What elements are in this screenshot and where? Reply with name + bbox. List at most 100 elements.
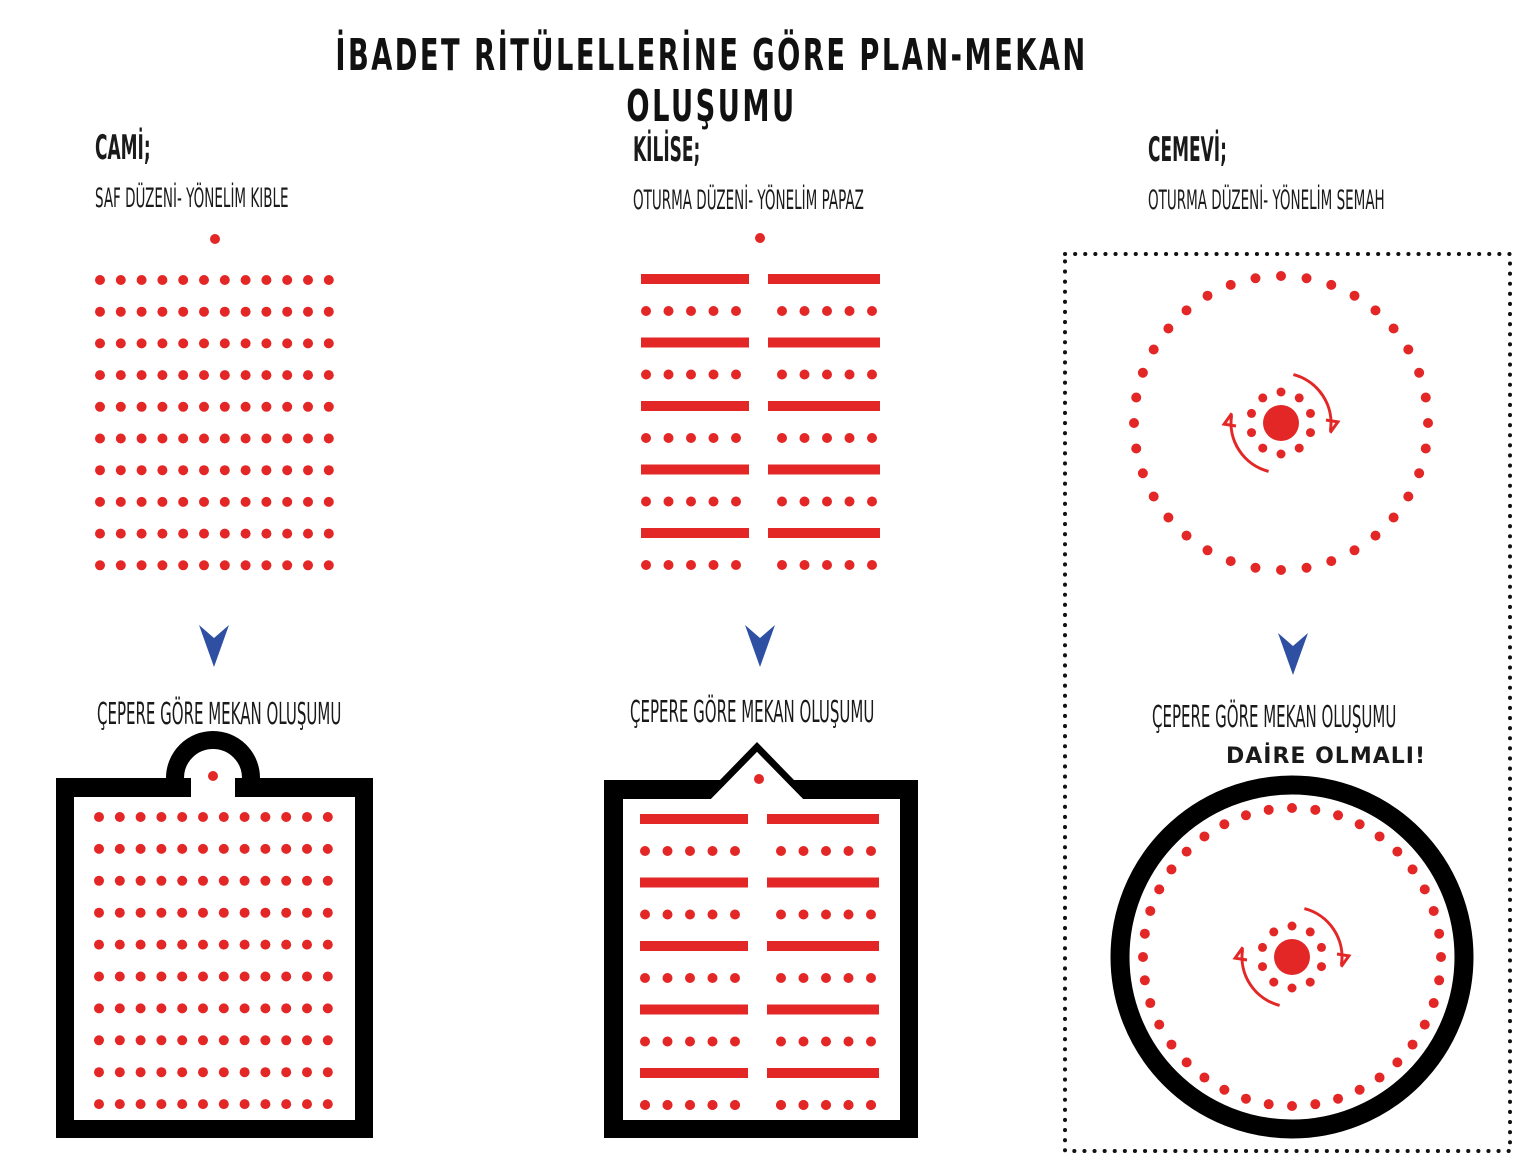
arrowhead-icon (1221, 412, 1237, 428)
seat-dot (199, 560, 209, 571)
seat-dot (821, 909, 831, 920)
semah-dancer-dot (1294, 393, 1304, 403)
seat-dot (240, 496, 251, 507)
seat-dot (821, 1100, 831, 1110)
seat-dot (1129, 418, 1139, 428)
seat-dot (1310, 804, 1321, 815)
seat-dot (136, 306, 147, 317)
flow-arrows (199, 625, 1308, 675)
seat-dot (641, 369, 651, 380)
page-title: İBADET RİTÜLELLERİNE GÖRE PLAN-MEKAN OLU… (335, 30, 1088, 132)
seat-dot (730, 973, 740, 983)
seat-dot (240, 306, 251, 317)
seat-dot (302, 939, 312, 950)
seat-dot (776, 1036, 786, 1047)
semah-dancer-dot (1316, 942, 1326, 952)
seat-dot (663, 369, 674, 380)
seat-dot (776, 909, 786, 920)
seat-dot (199, 370, 209, 381)
seat-dot (240, 465, 251, 476)
seat-dot (686, 496, 696, 507)
semah-dancer-dot (1287, 983, 1297, 993)
seat-dot (1202, 545, 1213, 556)
seat-dot (867, 496, 877, 507)
cemevi-subtitle: OTURMA DÜZENİ- YÖNELİM SEMAH (1148, 185, 1385, 216)
seat-dot (777, 369, 787, 380)
pew-bar (768, 274, 880, 284)
semah-dancer-dot (1276, 387, 1286, 397)
pew-bar (768, 464, 880, 475)
seat-dot (323, 275, 334, 285)
seat-dot (95, 560, 105, 571)
seat-dot (95, 433, 105, 444)
seat-dot (282, 433, 293, 444)
seat-dot (219, 433, 230, 444)
seat-dot (302, 1003, 312, 1014)
seat-dot (282, 465, 293, 476)
kilise-heading: KİLİSE; (633, 130, 701, 170)
seat-dot (663, 496, 674, 507)
seat-dot (685, 1036, 695, 1047)
seat-dot (261, 465, 272, 476)
pew-bar (640, 941, 748, 951)
semah-dancer-dot (1305, 428, 1315, 438)
seat-dot (199, 433, 209, 444)
seat-dot (178, 465, 189, 476)
seat-dot (867, 369, 877, 380)
seat-dot (1199, 831, 1210, 842)
seat-dot (260, 875, 271, 886)
seat-dot (662, 1036, 673, 1047)
seat-dot (219, 560, 230, 571)
down-arrow-icon (745, 625, 775, 667)
seat-dot (115, 275, 126, 285)
seat-dot (157, 560, 168, 571)
seat-dot (219, 306, 230, 317)
seat-dot (115, 370, 126, 381)
pew-bar (640, 1004, 748, 1015)
seat-dot (219, 401, 230, 412)
seat-dot (731, 496, 741, 507)
seat-dot (281, 939, 292, 950)
seat-dot (821, 1036, 831, 1047)
seat-dot (177, 939, 188, 950)
seat-dot (1137, 468, 1148, 479)
seat-dot (199, 275, 209, 285)
seat-dot (198, 1035, 208, 1046)
seat-dot (114, 939, 125, 950)
pew-bar (767, 941, 879, 951)
seat-dot (198, 907, 208, 918)
seat-dot (707, 1100, 718, 1110)
seat-dot (239, 1035, 250, 1046)
seat-dot (1181, 1057, 1192, 1068)
seat-dot (178, 401, 189, 412)
seat-dot (260, 1003, 271, 1014)
seat-dot (115, 338, 126, 349)
seat-dot (302, 971, 312, 982)
seat-dot (177, 843, 188, 854)
seat-dot (218, 1067, 229, 1078)
seat-dot (1250, 562, 1261, 573)
seat-dot (177, 1035, 188, 1046)
seat-dot (239, 843, 250, 854)
seat-dot (156, 1099, 167, 1110)
seat-dot (322, 1003, 333, 1014)
seat-dot (177, 1003, 188, 1014)
seat-dot (1434, 975, 1445, 986)
seat-dot (94, 875, 104, 886)
semah-dancer-dot (1276, 449, 1286, 459)
seat-dot (239, 1067, 250, 1078)
seat-dot (95, 338, 105, 349)
seat-dot (239, 1003, 250, 1014)
seat-dot (219, 496, 230, 507)
pew-bar (767, 1004, 879, 1015)
seat-dot (799, 433, 810, 443)
seat-dot (157, 338, 168, 349)
seat-dot (219, 528, 230, 539)
seat-dot (641, 306, 651, 316)
seat-dot (177, 907, 188, 918)
seat-dot (1420, 392, 1431, 403)
seat-dot (1154, 884, 1165, 895)
seat-dot (663, 306, 674, 316)
semah-dancer-dot (1287, 921, 1297, 931)
seat-dot (135, 907, 146, 918)
